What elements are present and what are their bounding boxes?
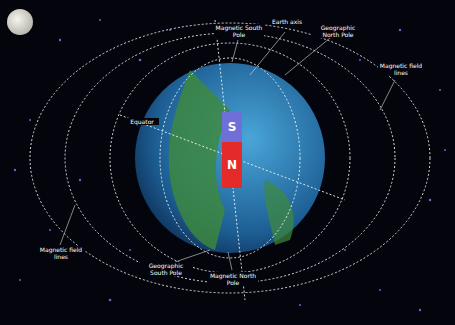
callout-label: Magnetic South Pole bbox=[214, 24, 264, 38]
callout-label: Magnetic field lines bbox=[38, 246, 84, 260]
pole-letter: S bbox=[228, 120, 237, 134]
magnet-half: S bbox=[222, 112, 242, 142]
callout-label: Magnetic field lines bbox=[378, 62, 424, 76]
callout-label: Geographic South Pole bbox=[140, 262, 192, 276]
callout-label: Earth axis bbox=[268, 18, 306, 25]
callout-label: Magnetic North Pole bbox=[208, 272, 258, 286]
callout-label: Equator bbox=[125, 118, 159, 125]
callout-label: Geographic North Pole bbox=[312, 24, 364, 38]
magnet-half: N bbox=[222, 142, 242, 188]
pole-letter: N bbox=[227, 158, 237, 172]
